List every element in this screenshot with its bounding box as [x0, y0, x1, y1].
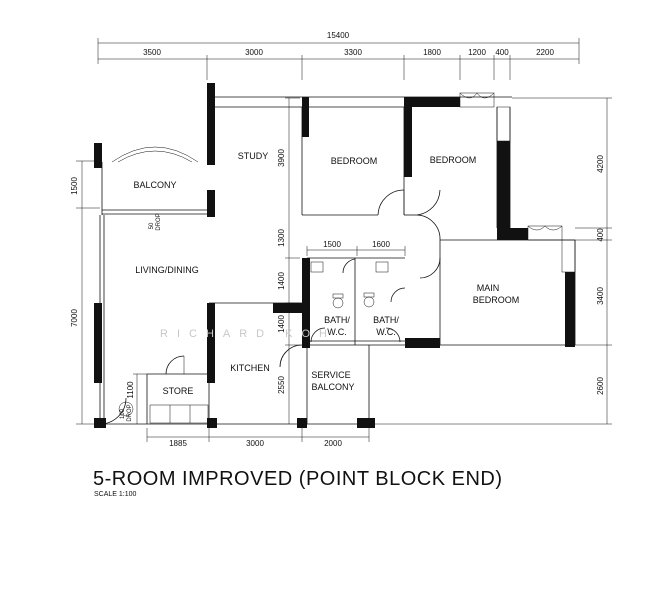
drop-label-balcony-text: DROP	[156, 213, 162, 230]
dim-kitchen-lower: 2550	[277, 376, 286, 394]
dim-top-5: 1200	[468, 48, 486, 57]
dim-overall-top: 15400	[327, 31, 350, 40]
room-label-main-bedroom-1: MAIN	[477, 283, 500, 293]
room-label-bath-1-line2: W.C.	[327, 327, 347, 337]
drop-label-entry-text: DROP	[127, 404, 133, 421]
dim-bottom-1: 1885	[169, 439, 187, 448]
drop-label-entry-value: 100	[120, 408, 126, 419]
room-label-balcony: BALCONY	[133, 180, 176, 190]
dim-top-6: 400	[495, 48, 509, 57]
room-label-bath-2-line2: W.C.	[376, 327, 396, 337]
dim-left-1: 1500	[70, 177, 79, 195]
dim-left-store: 1100	[126, 381, 135, 399]
room-label-bath-2-line1: BATH/	[373, 315, 399, 325]
watermark: RICHARD KOH	[160, 328, 336, 340]
dim-left-2: 7000	[70, 309, 79, 327]
dim-top-1: 3500	[143, 48, 161, 57]
dim-bath-height: 1400	[277, 272, 286, 290]
room-label-bath-1-line1: BATH/	[324, 315, 350, 325]
dim-bottom-2: 3000	[246, 439, 264, 448]
dim-right-3: 3400	[596, 287, 605, 305]
room-label-store: STORE	[163, 386, 194, 396]
dim-top-7: 2200	[536, 48, 554, 57]
dim-right-1: 4200	[596, 155, 605, 173]
plan-scale: SCALE 1:100	[94, 491, 137, 498]
dim-kitchen-upper: 1400	[277, 315, 286, 333]
dim-bottom-3: 2000	[324, 439, 342, 448]
dim-bath-width-1: 1500	[323, 240, 341, 249]
room-label-living-dining: LIVING/DINING	[135, 265, 199, 275]
entry-drop-marker	[118, 401, 134, 417]
room-label-study: STUDY	[238, 151, 269, 161]
plan-title: 5-ROOM IMPROVED (POINT BLOCK END)	[93, 468, 503, 490]
room-label-bedroom-1: BEDROOM	[331, 156, 378, 166]
dim-bath-width-2: 1600	[372, 240, 390, 249]
room-label-service-balcony-1: SERVICE	[311, 370, 350, 380]
drop-label-balcony-value: 50	[149, 222, 155, 229]
dim-right-4: 2600	[596, 377, 605, 395]
dim-top-2: 3000	[245, 48, 263, 57]
room-label-kitchen: KITCHEN	[230, 363, 270, 373]
dim-right-2: 400	[596, 228, 605, 242]
dimension-lines	[76, 38, 612, 442]
dim-top-4: 1800	[423, 48, 441, 57]
dim-study-height: 3900	[277, 149, 286, 167]
structural-walls	[94, 83, 575, 428]
room-label-main-bedroom-2: BEDROOM	[473, 295, 520, 305]
dim-top-3: 3300	[344, 48, 362, 57]
dim-corridor-height: 1300	[277, 229, 286, 247]
room-label-service-balcony-2: BALCONY	[311, 382, 354, 392]
room-label-bedroom-2: BEDROOM	[430, 155, 477, 165]
